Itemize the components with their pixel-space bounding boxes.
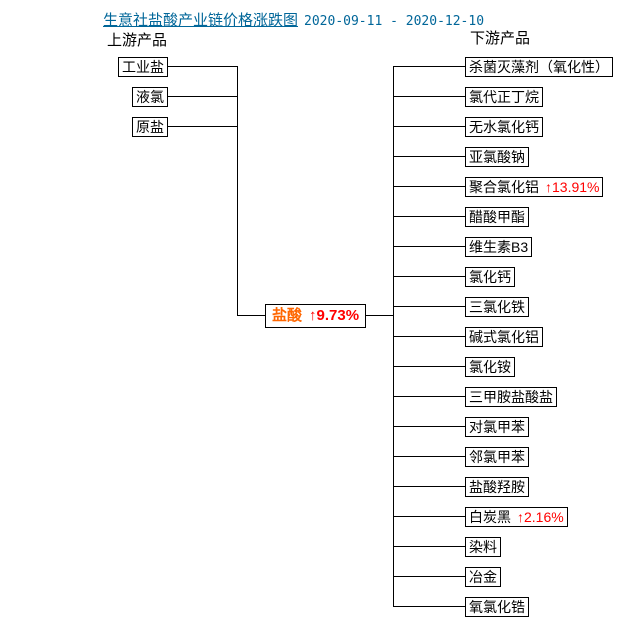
product-name: 碱式氯化铝 [469, 329, 539, 345]
product-name: 三甲胺盐酸盐 [469, 389, 553, 405]
upstream-column-label: 上游产品 [107, 32, 168, 49]
connector-line [393, 366, 465, 367]
upstream-product-box[interactable]: 工业盐 [118, 57, 168, 77]
product-name: 杀菌灭藻剂（氧化性） [469, 59, 609, 75]
product-name: 对氯甲苯 [469, 419, 525, 435]
product-change: ↑13.91% [545, 179, 600, 195]
downstream-product-box[interactable]: 聚合氯化铝 ↑13.91% [465, 177, 604, 197]
upstream-product-box[interactable]: 液氯 [132, 87, 168, 107]
product-name: 氯化铵 [469, 359, 511, 375]
downstream-product-box[interactable]: 亚氯酸钠 [465, 147, 529, 167]
downstream-product-box[interactable]: 盐酸羟胺 [465, 477, 529, 497]
product-name: 三氯化铁 [469, 299, 525, 315]
downstream-product-box[interactable]: 冶金 [465, 567, 501, 587]
product-name: 氯化钙 [469, 269, 511, 285]
downstream-product-box[interactable]: 氯代正丁烷 [465, 87, 543, 107]
downstream-product-box[interactable]: 对氯甲苯 [465, 417, 529, 437]
connector-line [393, 606, 465, 607]
connector-line [160, 126, 237, 127]
center-product-change: ↑9.73% [309, 307, 360, 324]
downstream-product-box[interactable]: 氯化钙 [465, 267, 515, 287]
product-name: 冶金 [469, 569, 497, 585]
connector-line [393, 486, 465, 487]
product-name: 液氯 [136, 89, 164, 105]
connector-line [393, 336, 465, 337]
connector-line [393, 276, 465, 277]
center-product-name: 盐酸 [272, 307, 303, 324]
product-name: 醋酸甲酯 [469, 209, 525, 225]
connector-line [393, 546, 465, 547]
downstream-product-box[interactable]: 邻氯甲苯 [465, 447, 529, 467]
connector-line [393, 456, 465, 457]
downstream-product-box[interactable]: 染料 [465, 537, 501, 557]
connector-line [393, 576, 465, 577]
downstream-product-box[interactable]: 三甲胺盐酸盐 [465, 387, 557, 407]
upstream-product-box[interactable]: 原盐 [132, 117, 168, 137]
connector-line [160, 66, 237, 67]
date-range: 2020-09-11 - 2020-12-10 [304, 14, 485, 29]
product-name: 氧氯化锆 [469, 599, 525, 615]
downstream-product-box[interactable]: 三氯化铁 [465, 297, 529, 317]
connector-line [393, 126, 465, 127]
product-name: 无水氯化钙 [469, 119, 539, 135]
product-name: 聚合氯化铝 [469, 179, 539, 195]
connector-line [393, 396, 465, 397]
product-change: ↑2.16% [517, 509, 564, 525]
connector-line [393, 246, 465, 247]
product-name: 盐酸羟胺 [469, 479, 525, 495]
product-name: 维生素B3 [469, 239, 529, 255]
connector-line [393, 516, 465, 517]
product-name: 原盐 [136, 119, 164, 135]
connector-line [393, 306, 465, 307]
product-name: 染料 [469, 539, 497, 555]
product-name: 氯代正丁烷 [469, 89, 539, 105]
downstream-product-box[interactable]: 碱式氯化铝 [465, 327, 543, 347]
downstream-product-box[interactable]: 维生素B3 [465, 237, 533, 257]
downstream-product-box[interactable]: 杀菌灭藻剂（氧化性） [465, 57, 613, 77]
center-product-box[interactable]: 盐酸 ↑9.73% [265, 304, 367, 328]
downstream-column-label: 下游产品 [470, 30, 531, 47]
connector-line [393, 156, 465, 157]
connector-line [393, 186, 465, 187]
upstream-trunk-line [237, 66, 238, 316]
downstream-product-box[interactable]: 氯化铵 [465, 357, 515, 377]
downstream-product-box[interactable]: 无水氯化钙 [465, 117, 543, 137]
connector-line [393, 66, 465, 67]
connector-line [393, 216, 465, 217]
product-name: 亚氯酸钠 [469, 149, 525, 165]
header: 生意社盐酸产业链价格涨跌图 2020-09-11 - 2020-12-10 [103, 9, 484, 30]
connector-line [160, 96, 237, 97]
downstream-product-box[interactable]: 白炭黑 ↑2.16% [465, 507, 568, 527]
product-name: 邻氯甲苯 [469, 449, 525, 465]
product-name: 白炭黑 [469, 509, 511, 525]
diagram-title-link[interactable]: 生意社盐酸产业链价格涨跌图 [103, 12, 299, 29]
product-name: 工业盐 [122, 59, 164, 75]
connector-line [393, 426, 465, 427]
downstream-product-box[interactable]: 醋酸甲酯 [465, 207, 529, 227]
connector-line [393, 96, 465, 97]
downstream-product-box[interactable]: 氧氯化锆 [465, 597, 529, 617]
